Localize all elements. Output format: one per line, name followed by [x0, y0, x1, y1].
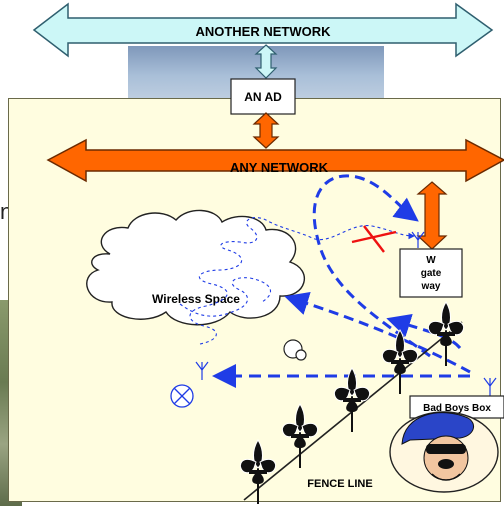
fleur-de-lis-post-icon — [334, 367, 370, 432]
attack-path-loop — [284, 291, 471, 374]
wireless-signal-wiggle-2 — [179, 277, 272, 317]
blocked-link-mark — [351, 225, 397, 253]
any-network-label: ANY NETWORK — [230, 160, 329, 175]
thought-bubble-small — [295, 349, 307, 361]
fence-posts — [240, 301, 464, 504]
uplink-arrow — [254, 44, 278, 79]
any-network-bus: ANY NETWORK — [46, 138, 504, 183]
rogue-client-antenna-icon — [195, 361, 209, 380]
wireless-signal-wiggle — [189, 217, 416, 345]
another-network-label: ANOTHER NETWORK — [195, 24, 331, 39]
fleur-de-lis-post-icon — [428, 301, 464, 366]
fleur-de-lis-post-icon — [240, 439, 276, 504]
another-network-bus: ANOTHER NETWORK — [32, 2, 494, 58]
fleur-de-lis-post-icon — [282, 403, 318, 468]
attack-path-top-loop — [312, 174, 431, 358]
attack-path-fence — [386, 313, 462, 350]
rogue-client-node-icon — [170, 384, 194, 408]
gateway-label-line2: gate — [421, 268, 442, 279]
an-ad-node: AN AD — [230, 78, 296, 115]
fence-line-label: FENCE LINE — [307, 478, 372, 490]
bad-boys-antenna-icon — [483, 377, 497, 396]
wireless-space-cloud: Wireless Space — [86, 209, 305, 326]
bad-boy-cartoon — [389, 411, 499, 493]
wireless-space-label: Wireless Space — [152, 292, 240, 306]
an-ad-label: AN AD — [244, 90, 282, 104]
gateway-label-line1: W — [426, 255, 436, 266]
fleur-de-lis-post-icon — [382, 329, 418, 394]
wireless-gateway-node: W gate way — [399, 248, 463, 298]
gateway-label-line3: way — [421, 281, 441, 292]
bad-boys-box-label: Bad Boys Box — [423, 403, 491, 414]
gateway-link-arrow — [416, 181, 448, 250]
an-ad-link-arrow — [252, 112, 280, 149]
